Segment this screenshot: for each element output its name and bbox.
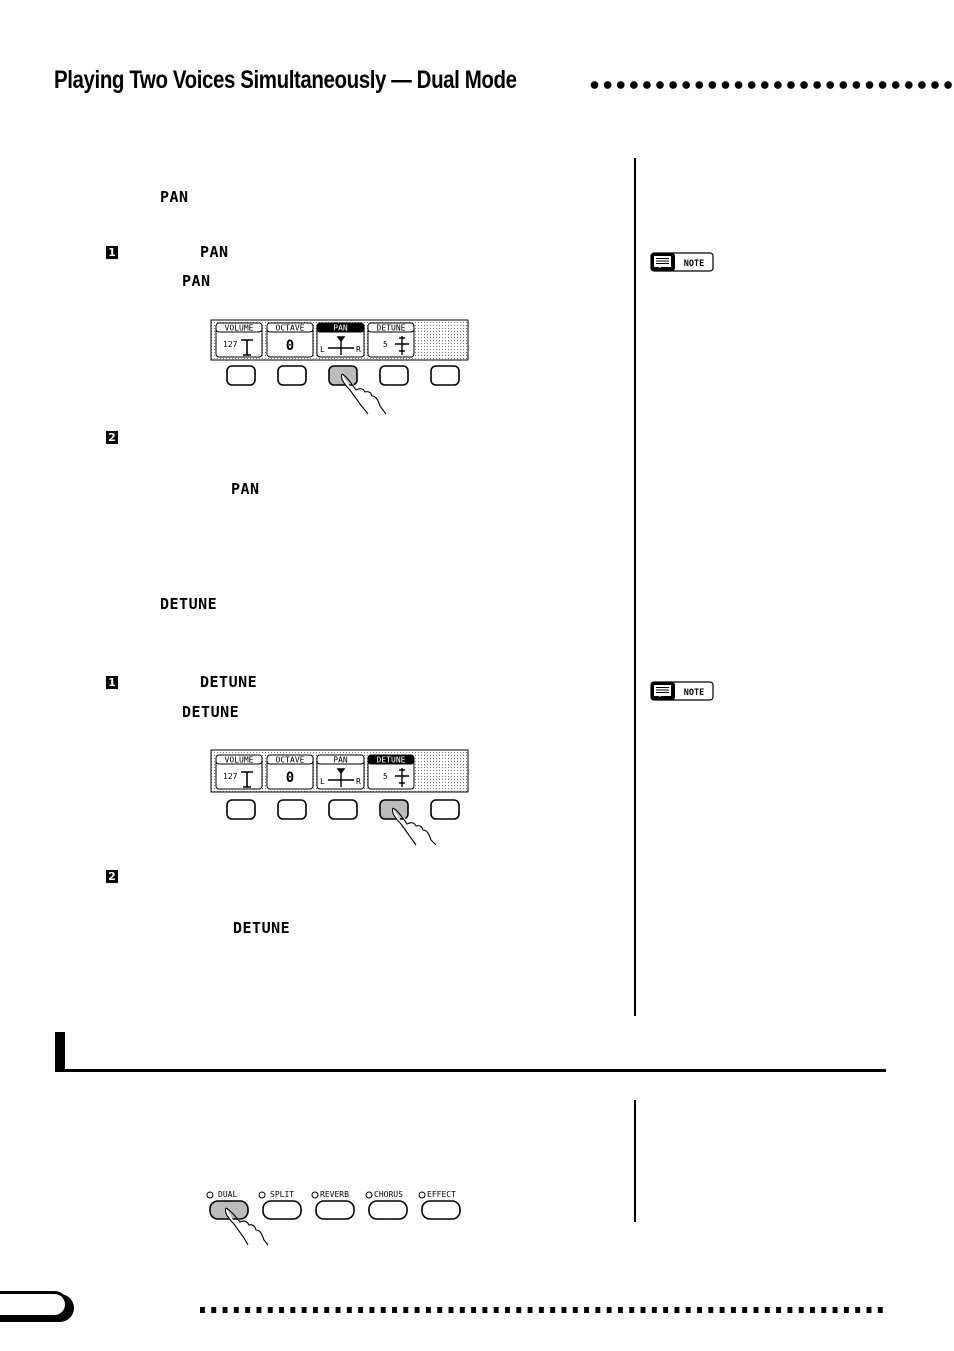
detune-slider-icon	[395, 768, 409, 787]
pan-slider-icon	[328, 336, 354, 355]
lcd2-button-1[interactable]	[226, 799, 256, 820]
footer-dot-leader	[200, 1306, 888, 1314]
page-number-tab	[0, 1291, 68, 1318]
lcd2-tab-octave: OCTAVE	[276, 756, 305, 765]
column-divider-bottom	[634, 1100, 636, 1222]
page-title: Playing Two Voices Simultaneously — Dual…	[54, 66, 517, 94]
lcd-tab-volume: VOLUME	[225, 324, 254, 333]
lcd2-detune-value: 5	[383, 772, 388, 781]
note-label: NOTE	[684, 688, 704, 698]
lcd-pan-left: L	[320, 345, 325, 354]
pan-step1-sublabel: PAN	[182, 272, 211, 290]
pan-slider-icon	[328, 768, 354, 787]
lcd-button-1[interactable]	[226, 365, 256, 386]
effect-button[interactable]	[421, 1200, 461, 1220]
pan-step1-number: 1	[106, 246, 118, 259]
pan-step2-number: 2	[106, 431, 118, 444]
note-label: NOTE	[684, 259, 704, 269]
lcd2-pan-left: L	[320, 777, 325, 786]
section-marker	[55, 1032, 65, 1072]
lcd2-octave-value: 0	[286, 770, 294, 786]
pan-step1-label: PAN	[200, 243, 229, 261]
volume-slider-icon	[241, 771, 253, 788]
reverb-button[interactable]	[315, 1200, 355, 1220]
lcd2-button-5[interactable]	[430, 799, 460, 820]
detune-step2-label: DETUNE	[233, 919, 291, 937]
lcd2-pan-right: R	[356, 777, 361, 786]
lcd-button-4[interactable]	[379, 365, 409, 386]
lcd-pan-right: R	[356, 345, 361, 354]
volume-slider-icon	[241, 339, 253, 356]
note-icon: NOTE	[650, 252, 714, 272]
lcd2-button-3[interactable]	[328, 799, 358, 820]
lcd2-volume-value: 127	[223, 772, 238, 781]
pointing-hand-icon	[391, 807, 437, 846]
lcd2-button-2[interactable]	[277, 799, 307, 820]
pan-heading: PAN	[160, 188, 189, 206]
header-dot-leader	[588, 79, 954, 91]
lcd-panel-pan: VOLUME 127 OCTAVE 0 PAN L R DETUNE 5	[210, 319, 469, 415]
detune-heading: DETUNE	[160, 595, 218, 613]
lcd-volume-value: 127	[223, 340, 238, 349]
detune-slider-icon	[395, 336, 409, 355]
split-button[interactable]	[262, 1200, 302, 1220]
lcd-button-5[interactable]	[430, 365, 460, 386]
panel-label-chorus: CHORUS	[374, 1190, 403, 1199]
panel-buttons: DUAL SPLIT REVERB CHORUS EFFECT	[206, 1190, 461, 1246]
panel-label-dual: DUAL	[218, 1190, 237, 1199]
lcd2-tab-detune: DETUNE	[377, 756, 406, 765]
pan-step2-label: PAN	[231, 480, 260, 498]
lcd-detune-value: 5	[383, 340, 388, 349]
lcd-button-3-pan[interactable]	[328, 365, 358, 386]
panel-label-reverb: REVERB	[320, 1190, 349, 1199]
section-rule	[55, 1069, 886, 1072]
pointing-hand-icon	[340, 373, 387, 415]
panel-label-effect: EFFECT	[427, 1190, 456, 1199]
lcd2-tab-volume: VOLUME	[225, 756, 254, 765]
panel-label-split: SPLIT	[270, 1190, 294, 1199]
note-icon: NOTE	[650, 681, 714, 701]
lcd-panel-detune: VOLUME 127 OCTAVE 0 PAN L R DETUNE 5	[210, 749, 469, 846]
detune-step1-number: 1	[106, 676, 118, 689]
detune-step2-number: 2	[106, 870, 118, 883]
detune-step1-sublabel: DETUNE	[182, 703, 240, 721]
lcd-tab-octave: OCTAVE	[276, 324, 305, 333]
lcd2-tab-pan: PAN	[333, 756, 348, 765]
lcd-tab-detune: DETUNE	[377, 324, 406, 333]
lcd-octave-value: 0	[286, 338, 294, 354]
pointing-hand-icon	[224, 1207, 269, 1246]
lcd2-button-4-detune[interactable]	[379, 799, 409, 820]
lcd-button-2[interactable]	[277, 365, 307, 386]
chorus-button[interactable]	[368, 1200, 408, 1220]
column-divider-top	[634, 158, 636, 1016]
detune-step1-label: DETUNE	[200, 673, 258, 691]
lcd-tab-pan: PAN	[333, 324, 348, 333]
